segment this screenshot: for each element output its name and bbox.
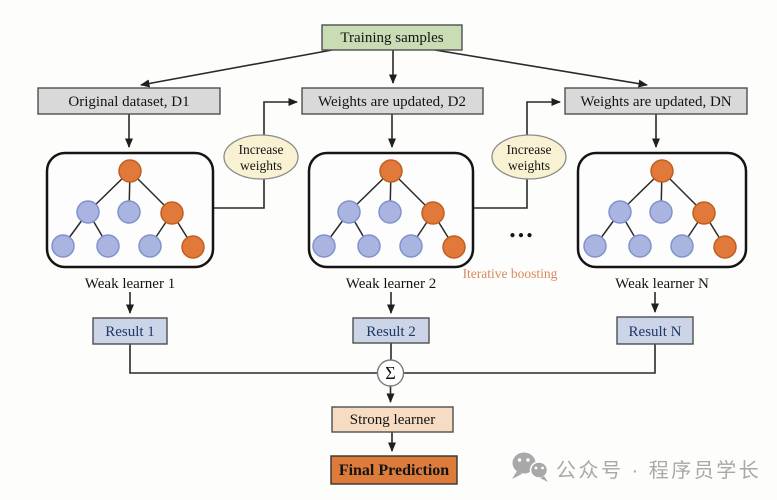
result-2-node: Result 2 bbox=[352, 317, 430, 344]
result-2-box bbox=[352, 317, 430, 344]
connector-result1-to-sum bbox=[129, 344, 377, 374]
tree-node-blue bbox=[399, 234, 423, 258]
result-1-node: Result 1 bbox=[92, 317, 168, 345]
tree-node-blue bbox=[628, 234, 652, 258]
dataset-d1-label: Original dataset, D1 bbox=[68, 94, 189, 110]
continuation-dots: ... bbox=[509, 214, 535, 243]
tree-node-orange bbox=[421, 201, 445, 225]
tree-node-blue bbox=[138, 234, 162, 258]
connector-resultn-to-sum bbox=[404, 344, 656, 374]
decision-tree-2 bbox=[312, 159, 466, 259]
tree-node-blue bbox=[670, 234, 694, 258]
dataset-d2-box bbox=[301, 87, 484, 115]
dataset-dn-label: Weights are updated, DN bbox=[580, 94, 731, 110]
final-prediction-label: Final Prediction bbox=[339, 462, 449, 479]
dataset-d1-node: Original dataset, D1 bbox=[37, 87, 221, 115]
tree-node-orange bbox=[118, 159, 142, 183]
tree-node-blue bbox=[312, 234, 336, 258]
dataset-d2-node: Weights are updated, D2 bbox=[301, 87, 484, 115]
result-1-label: Result 1 bbox=[105, 324, 155, 340]
tree-node-orange bbox=[713, 235, 737, 259]
sum-symbol: Σ bbox=[385, 363, 395, 383]
tree-node-blue bbox=[51, 234, 75, 258]
wechat-icon bbox=[512, 452, 549, 482]
arrow-training-to-dn bbox=[434, 49, 648, 88]
training-samples-label: Training samples bbox=[340, 30, 443, 46]
increase-weights-2: Increase weights bbox=[491, 134, 567, 180]
sum-node: Σ bbox=[376, 359, 405, 387]
training-samples-node: Training samples bbox=[321, 24, 463, 51]
increase-weights-ellipse bbox=[223, 134, 299, 180]
increase-weights-1: Increase weights bbox=[223, 134, 299, 180]
final-prediction-node: Final Prediction bbox=[330, 455, 458, 485]
dataset-dn-node: Weights are updated, DN bbox=[564, 87, 748, 115]
strong-learner-label: Strong learner bbox=[350, 412, 435, 428]
tree-node-blue bbox=[117, 200, 141, 224]
increase-weights-label-line2: weights bbox=[240, 158, 282, 173]
training-samples-box bbox=[321, 24, 463, 51]
tree-node-blue bbox=[378, 200, 402, 224]
tree-node-orange bbox=[160, 201, 184, 225]
watermark: 公众号 · 程序员学长 bbox=[512, 452, 761, 482]
watermark-text: 公众号 · 程序员学长 bbox=[556, 459, 761, 482]
tree-node-blue bbox=[583, 234, 607, 258]
decision-tree-1 bbox=[51, 159, 205, 259]
tree-node-orange bbox=[692, 201, 716, 225]
dataset-d2-label: Weights are updated, D2 bbox=[318, 94, 466, 110]
result-n-label: Result N bbox=[629, 324, 682, 340]
strong-learner-box bbox=[331, 406, 454, 433]
arrow-training-to-d1 bbox=[140, 49, 333, 88]
result-1-box bbox=[92, 317, 168, 345]
weak-learner-2-label: Weak learner 2 bbox=[346, 276, 436, 292]
tree-node-blue bbox=[96, 234, 120, 258]
iterative-boosting-label: Iterative boosting bbox=[463, 266, 558, 281]
dataset-d1-box bbox=[37, 87, 221, 115]
result-2-label: Result 2 bbox=[366, 324, 416, 340]
weak-learner-1-label: Weak learner 1 bbox=[85, 276, 175, 292]
tree-node-blue bbox=[76, 200, 100, 224]
tree-node-orange bbox=[181, 235, 205, 259]
result-n-node: Result N bbox=[616, 316, 694, 345]
tree-node-blue bbox=[337, 200, 361, 224]
dataset-dn-box bbox=[564, 87, 748, 115]
increase-weights-label-line1: Increase bbox=[507, 142, 552, 157]
increase-weights-label-line2: weights bbox=[508, 158, 550, 173]
result-n-box bbox=[616, 316, 694, 345]
tree-node-orange bbox=[379, 159, 403, 183]
tree-node-blue bbox=[608, 200, 632, 224]
weak-learner-n-label: Weak learner N bbox=[615, 276, 709, 292]
increase-weights-ellipse bbox=[491, 134, 567, 180]
decision-tree-n bbox=[583, 159, 737, 259]
tree-node-orange bbox=[442, 235, 466, 259]
strong-learner-node: Strong learner bbox=[331, 406, 454, 433]
sum-circle bbox=[376, 359, 405, 387]
increase-weights-label-line1: Increase bbox=[239, 142, 284, 157]
tree-node-orange bbox=[650, 159, 674, 183]
tree-node-blue bbox=[357, 234, 381, 258]
final-prediction-box bbox=[330, 455, 458, 485]
tree-node-blue bbox=[649, 200, 673, 224]
